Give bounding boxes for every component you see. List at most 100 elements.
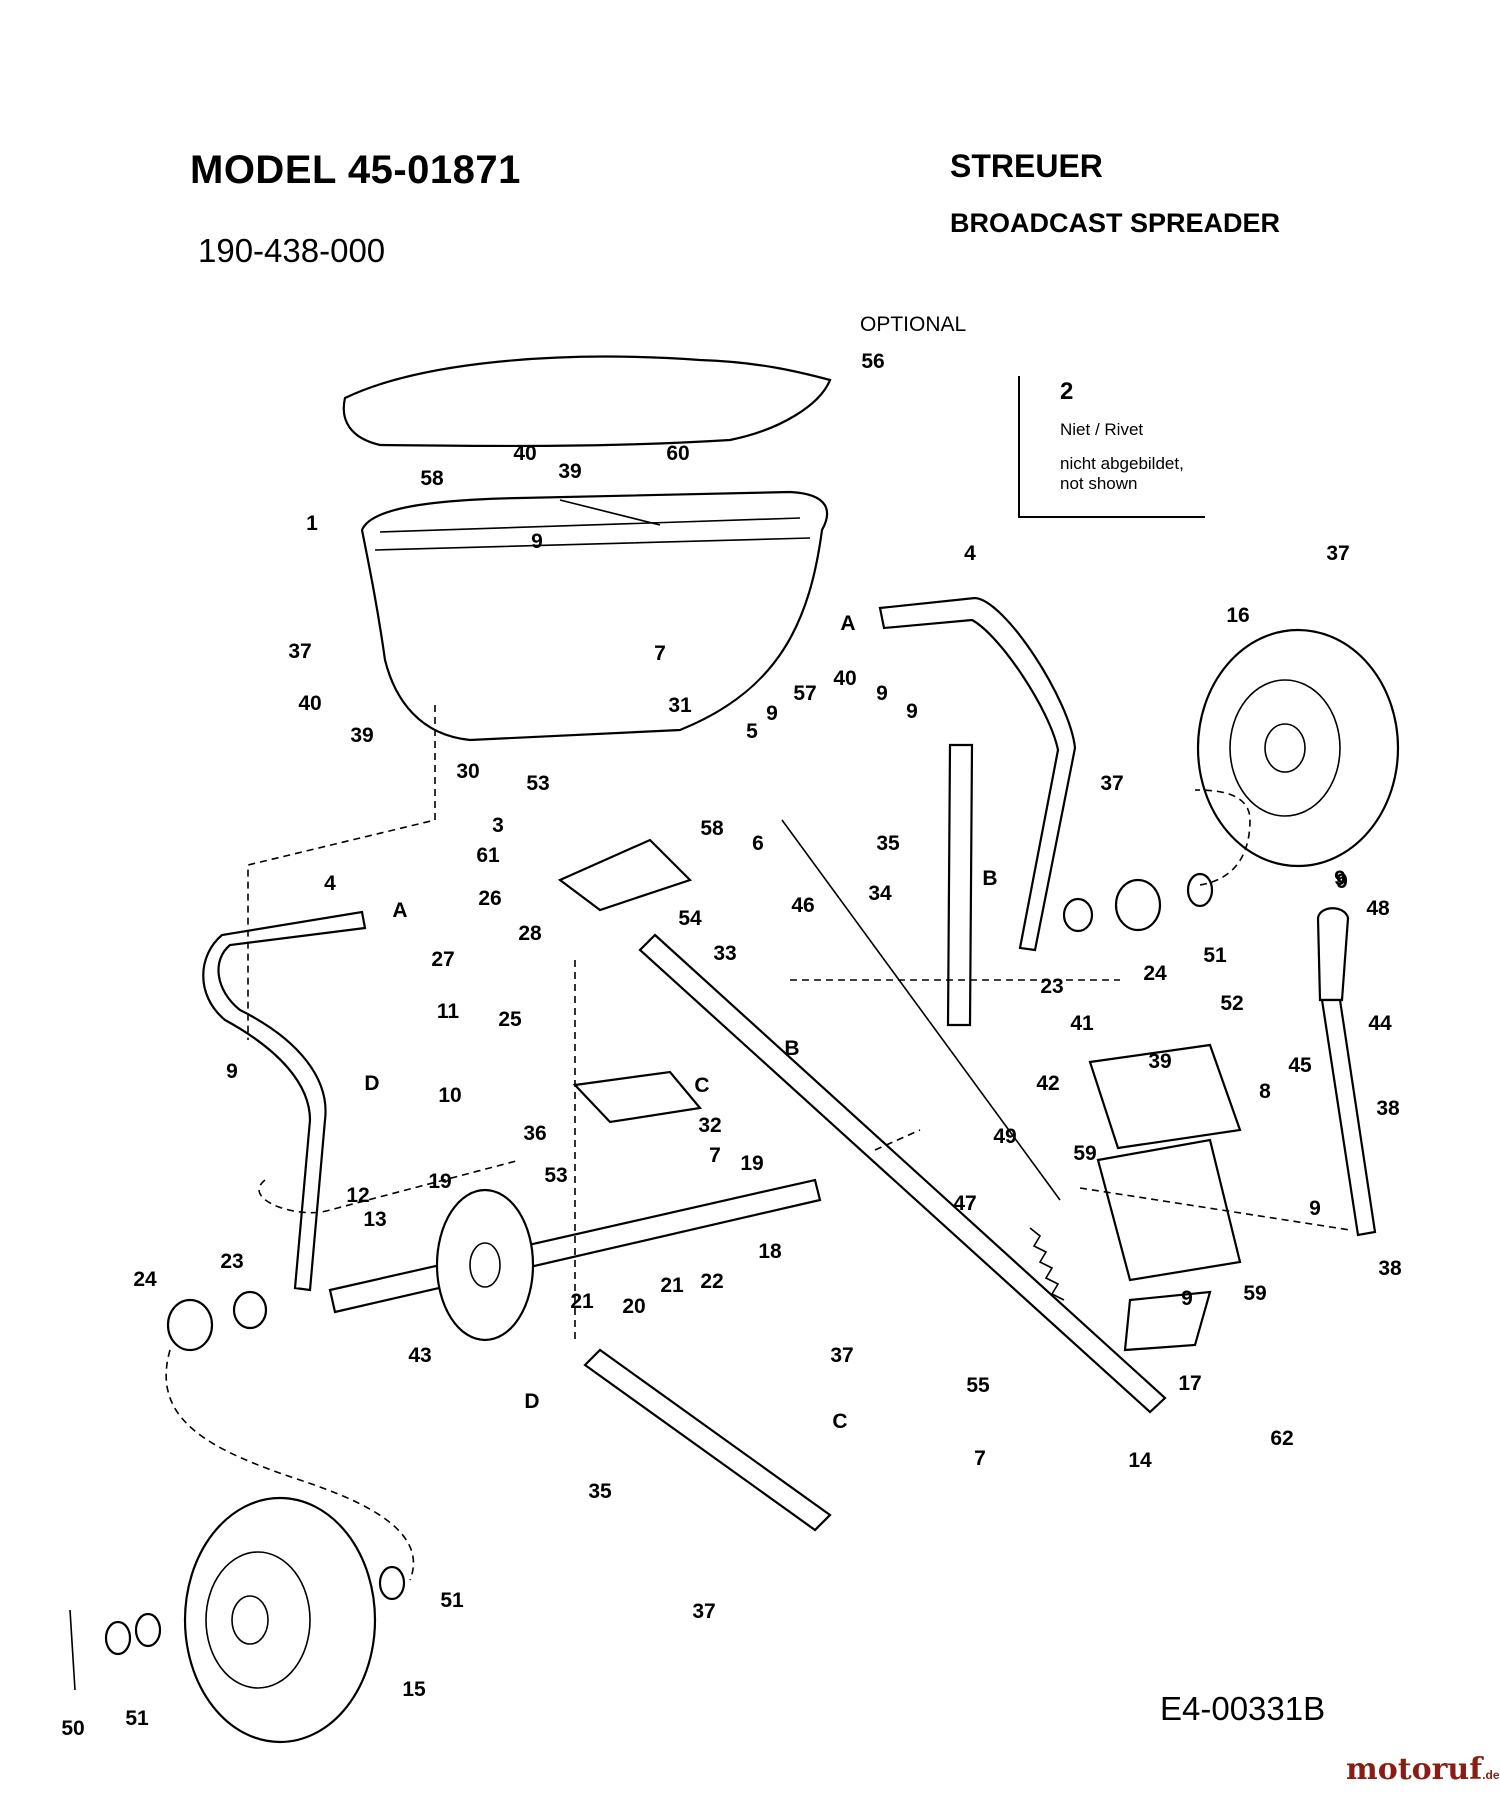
callout-60-4: 60 [666,442,689,465]
callout-27-29: 27 [431,948,454,971]
callout-9-84: 9 [1181,1287,1193,1310]
callout-50-97: 50 [61,1717,84,1740]
callout-9-17: 9 [906,700,918,723]
hopper-cover [342,355,832,448]
frame-tube [638,933,1167,1414]
callout-7-88: 7 [974,1447,986,1470]
callout-9-13: 9 [766,702,778,725]
title-german: STREUER [950,148,1103,184]
callout-23-58: 23 [1040,975,1063,998]
washer-51-a [104,1620,132,1656]
callout-51-95: 51 [125,1707,149,1730]
part-number: 190-438-000 [198,232,386,269]
assembly-path-lower [258,1129,921,1214]
callout-37-93: 37 [692,1600,715,1623]
callout-49-76: 49 [993,1125,1016,1148]
washer-51-b [134,1612,162,1648]
callout-37-66: 37 [1326,542,1349,565]
callout-9-78: 9 [1309,1197,1321,1220]
callout-59-77: 59 [1073,1142,1096,1165]
callout-B-53: B [784,1037,799,1060]
note-item: Niet / Rivet [1060,420,1144,439]
callout-9-61: 9 [1334,867,1346,890]
callout-43-47: 43 [408,1344,431,1367]
callout-20-49: 20 [622,1295,645,1318]
callout-4-39: 4 [324,872,336,895]
callout-33-28: 33 [713,942,736,965]
note-status-en: not shown [1060,474,1138,493]
callout-16-65: 16 [1226,604,1249,627]
washer-51-lower [378,1565,406,1601]
callout-46-25: 46 [791,894,814,917]
callout-D-42: D [364,1072,379,1095]
callout-3-22: 3 [492,814,504,837]
callout-9-67: 9 [1336,870,1348,893]
wheel-16-rim [1229,679,1341,817]
callout-26-24: 26 [478,887,501,910]
assembly-path-left-wheel [165,1349,415,1581]
callout-36-33: 36 [523,1122,546,1145]
callout-A-40: A [392,899,407,922]
callout-52-70: 52 [1220,992,1243,1015]
callout-A-63: A [840,612,855,635]
handle-right [878,596,1077,952]
callout-C-54: C [694,1074,709,1097]
strut-35-upper [946,743,974,1027]
gear-43-hub [469,1242,501,1288]
logo-brand: motoruf [1346,1752,1483,1787]
wheel-16 [1196,628,1400,868]
assembly-path-right-wheel [1194,789,1251,886]
callout-9-16: 9 [876,682,888,705]
callout-21-48: 21 [570,1290,594,1313]
rod-34 [781,819,1061,1201]
handle-left [202,910,367,1292]
callout-8-74: 8 [1259,1080,1271,1103]
callout-9-41: 9 [226,1060,238,1083]
hitch-pin-50 [69,1609,76,1691]
hopper [360,490,829,742]
bracket-41 [1088,1043,1242,1150]
optional-label: OPTIONAL [860,313,967,336]
callout-37-83: 37 [830,1344,853,1367]
callout-6-21: 6 [752,832,764,855]
callout-39-10: 39 [350,724,373,747]
model-title: MODEL 45-01871 [190,148,521,192]
callout-45-75: 45 [1288,1054,1312,1077]
callout-7-8: 7 [654,642,666,665]
assembly-path-center [574,960,1351,1340]
bracket-17 [1123,1290,1212,1352]
wheel-16-hub [1264,723,1306,773]
callout-38-79: 38 [1376,1097,1400,1120]
callout-39-72: 39 [1148,1050,1171,1073]
note-box [1018,376,1205,518]
callout-40-1: 40 [513,442,536,465]
gear-43 [435,1188,535,1342]
handle-48 [1316,907,1350,1002]
callout-53-36: 53 [544,1164,567,1187]
callout-47-81: 47 [953,1192,976,1215]
callout-22-51: 22 [700,1270,723,1293]
callout-40-15: 40 [833,667,856,690]
callout-15-96: 15 [402,1678,426,1701]
callout-5-12: 5 [746,720,758,743]
callout-24-45: 24 [133,1268,157,1291]
callout-44-69: 44 [1368,1012,1392,1035]
callout-37-64: 37 [1100,772,1123,795]
callout-61-23: 61 [476,844,500,867]
callout-9-6: 9 [531,530,543,553]
callout-23-46: 23 [220,1250,243,1273]
callout-10-32: 10 [438,1084,461,1107]
callout-58-20: 58 [700,817,724,840]
title-english: BROADCAST SPREADER [950,208,1281,238]
callout-7-35: 7 [709,1144,721,1167]
callout-57-14: 57 [793,682,816,705]
callout-30-18: 30 [456,760,479,783]
callout-35-90: 35 [588,1480,612,1503]
callout-39-2: 39 [558,460,581,483]
callout-19-38: 19 [740,1152,763,1175]
washer-23-right [1062,897,1094,933]
callout-1-5: 1 [306,512,318,535]
callout-25-30: 25 [498,1008,522,1031]
bushing-24-right [1114,878,1162,932]
bushing-24-left [166,1298,214,1352]
